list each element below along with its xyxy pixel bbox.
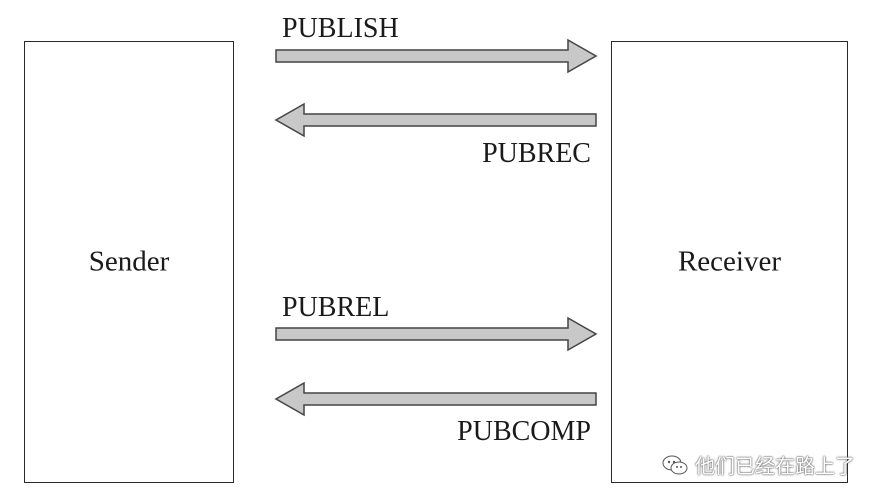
publish-arrow xyxy=(275,38,598,74)
watermark-text: 他们已经在路上了 xyxy=(695,454,855,478)
pubrel-label: PUBREL xyxy=(282,292,390,323)
wechat-icon xyxy=(662,455,688,474)
pubcomp-arrow xyxy=(274,381,597,417)
pubcomp-label: PUBCOMP xyxy=(457,416,591,447)
receiver-box: Receiver xyxy=(611,41,848,483)
pubrel-arrow xyxy=(275,316,598,352)
pubrec-label: PUBREC xyxy=(482,138,591,169)
sender-box: Sender xyxy=(24,41,234,483)
receiver-label: Receiver xyxy=(677,245,782,278)
sender-label: Sender xyxy=(88,245,170,278)
watermark: 他们已经在路上了 xyxy=(661,450,855,479)
publish-label: PUBLISH xyxy=(282,13,399,44)
pubrec-arrow xyxy=(274,102,597,138)
